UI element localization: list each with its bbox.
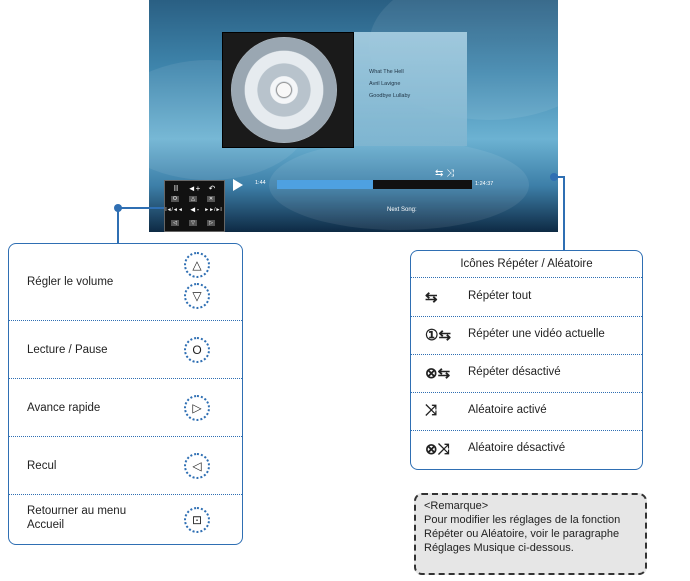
- previous-icon[interactable]: I◄/◄◄: [165, 207, 183, 213]
- legend-label-volume: Régler le volume: [27, 276, 114, 288]
- next-icon[interactable]: ►►/►I: [204, 207, 222, 213]
- legend-title: Icônes Répéter / Aléatoire: [411, 251, 642, 278]
- remark-title: <Remarque>: [424, 500, 489, 512]
- remote-buttons-legend: Régler le volume △ ▽ Lecture / Pause O A…: [8, 243, 243, 545]
- legend-label-fast-forward: Avance rapide: [27, 402, 101, 414]
- legend-label-repeat-off: Répéter désactivé: [468, 366, 561, 378]
- legend-label-shuffle-on: Aléatoire activé: [468, 404, 547, 416]
- key-o-icon: O: [171, 196, 179, 202]
- legend-row-fast-forward: Avance rapide ▷: [9, 379, 242, 437]
- right-button-icon: ▷: [184, 395, 210, 421]
- left-connector-dot: [114, 204, 122, 212]
- remark-line: Répéter ou Aléatoire, voir le paragraphe: [424, 528, 620, 540]
- legend-label-repeat-all: Répéter tout: [468, 290, 532, 302]
- repeat-shuffle-legend: Icônes Répéter / Aléatoire ⇆ Répéter tou…: [410, 250, 643, 470]
- key-left-icon: ◁: [171, 220, 179, 226]
- right-connector-h: [553, 176, 565, 178]
- legend-row-shuffle-on: ⤨ Aléatoire activé: [411, 392, 642, 431]
- legend-row-home: Retourner au menu Accueil ⊡: [9, 495, 242, 544]
- key-up-icon: △: [189, 196, 197, 202]
- legend-row-repeat-off: ⊗⇆ Répéter désactivé: [411, 354, 642, 393]
- left-connector-h: [117, 207, 164, 209]
- legend-row-shuffle-off: ⊗⤨ Aléatoire désactivé: [411, 430, 642, 468]
- elapsed-time: 1:44: [255, 180, 266, 186]
- right-connector: [563, 176, 565, 251]
- remark-line: Pour modifier les réglages de la fonctio…: [424, 514, 621, 526]
- left-connector: [117, 207, 119, 244]
- shuffle-off-icon: ⊗⤨: [425, 441, 450, 458]
- volume-up-button-icon: △: [184, 252, 210, 278]
- progress-bar[interactable]: [277, 180, 472, 189]
- track-title: What The Hell: [369, 69, 404, 75]
- total-time: 1:24:37: [475, 181, 494, 187]
- track-artist: Avril Lavigne: [369, 81, 401, 87]
- repeat-all-icon: ⇆: [425, 289, 438, 306]
- album-cover: [222, 32, 354, 148]
- left-button-icon: ◁: [184, 453, 210, 479]
- volume-up-icon[interactable]: ◄+: [187, 184, 201, 193]
- music-player-screen: What The Hell Avril Lavigne Goodbye Lull…: [149, 0, 558, 232]
- legend-row-repeat-one: ①⇆ Répéter une vidéo actuelle: [411, 316, 642, 355]
- legend-row-rewind: Recul ◁: [9, 437, 242, 495]
- pause-icon[interactable]: II: [173, 184, 179, 193]
- track-album: Goodbye Lullaby: [369, 93, 411, 99]
- track-info-panel: What The Hell Avril Lavigne Goodbye Lull…: [354, 32, 467, 146]
- ok-button-icon: O: [184, 337, 210, 363]
- key-x-icon: ✕: [207, 196, 215, 202]
- remark-note: <Remarque> Pour modifier les réglages de…: [414, 493, 647, 575]
- legend-label-play-pause: Lecture / Pause: [27, 344, 108, 356]
- legend-row-play-pause: Lecture / Pause O: [9, 321, 242, 379]
- progress-fill: [277, 180, 373, 189]
- key-right-icon: ▷: [207, 220, 215, 226]
- play-icon[interactable]: [233, 179, 243, 191]
- legend-label-home: Retourner au menu Accueil: [27, 505, 127, 531]
- remote-control-panel: II ◄+ ↶ O △ ✕ I◄/◄◄ ◄- ►►/►I ◁ ▽ ▷: [164, 180, 225, 232]
- legend-label-rewind: Recul: [27, 460, 57, 472]
- legend-label-repeat-one: Répéter une vidéo actuelle: [468, 328, 605, 340]
- next-song-label: Next Song:: [387, 207, 417, 213]
- remark-line: Réglages Musique ci-dessous.: [424, 542, 574, 554]
- shuffle-on-icon: ⤨: [425, 402, 438, 419]
- repeat-off-icon: ⊗⇆: [425, 365, 451, 382]
- volume-down-icon[interactable]: ◄-: [188, 205, 200, 214]
- repeat-shuffle-icons: ⇆ ⤨: [435, 168, 455, 179]
- legend-row-volume: Régler le volume △ ▽: [9, 244, 242, 321]
- repeat-one-icon: ①⇆: [425, 327, 452, 344]
- home-button-icon: ⊡: [184, 507, 210, 533]
- right-connector-dot: [550, 173, 558, 181]
- legend-row-repeat-all: ⇆ Répéter tout: [411, 278, 642, 317]
- legend-label-shuffle-off: Aléatoire désactivé: [468, 442, 566, 454]
- volume-down-button-icon: ▽: [184, 283, 210, 309]
- back-icon[interactable]: ↶: [208, 184, 216, 193]
- key-down-icon: ▽: [189, 220, 197, 226]
- cd-disc-image: [231, 37, 337, 143]
